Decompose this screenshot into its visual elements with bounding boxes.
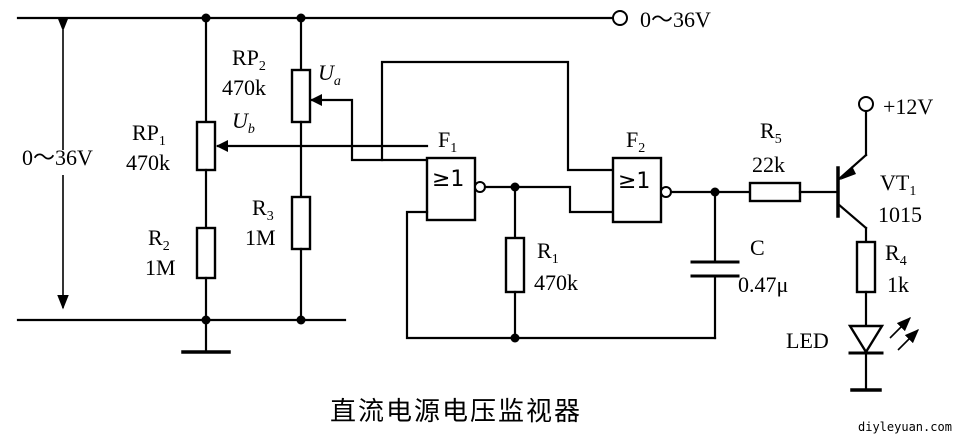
svg-text:470k: 470k: [534, 270, 578, 295]
svg-text:Ub: Ub: [232, 108, 255, 137]
r5-resistor: [748, 181, 840, 203]
f1-feedback-wire: [405, 210, 717, 340]
svg-text:R5: R5: [760, 118, 782, 147]
led-diode: [847, 316, 920, 392]
svg-text:RP2: RP2: [232, 45, 266, 74]
r3-label: R3 1M: [245, 195, 276, 250]
svg-text:≥1: ≥1: [432, 167, 464, 192]
transistor-vt1: [836, 108, 868, 244]
capacitor-c: [690, 190, 740, 340]
rp1-r2-branch: [195, 16, 217, 322]
ua-wiper-line: [310, 98, 429, 162]
svg-text:R3: R3: [252, 195, 274, 224]
supply-rail-top: [16, 10, 628, 26]
rp1-wiper-arrow: [216, 140, 228, 152]
f1-label: F1: [438, 127, 457, 156]
watermark-text: diyleyuan.com: [858, 420, 952, 434]
junction-dots: [201, 13, 720, 343]
r1-label: R1 470k: [534, 238, 578, 295]
input-range-label: 0～36V: [22, 145, 93, 170]
ua-label: Ua: [318, 60, 341, 89]
svg-text:470k: 470k: [126, 150, 170, 175]
svg-text:≥1: ≥1: [618, 169, 650, 194]
svg-text:Ua: Ua: [318, 60, 341, 89]
ground-rail: [16, 318, 347, 354]
vt1-label: VT1 1015: [878, 170, 922, 227]
rp1-label: RP1 470k: [126, 120, 170, 175]
vcc-terminal: [858, 96, 874, 112]
f2-input-wire: [380, 60, 615, 172]
f1-output-wire: [483, 185, 615, 214]
led-label: LED: [786, 328, 829, 353]
diagram-caption: 直流电源电压监视器: [330, 397, 582, 427]
svg-text:VT1: VT1: [880, 170, 916, 199]
svg-text:F2: F2: [626, 127, 645, 156]
svg-text:22k: 22k: [752, 152, 785, 177]
svg-text:RP1: RP1: [132, 120, 166, 149]
svg-text:F1: F1: [438, 127, 457, 156]
r5-label: R5 22k: [752, 118, 785, 177]
rp2-r3-branch: [290, 16, 312, 322]
svg-text:470k: 470k: [222, 75, 266, 100]
rp2-label: RP2 470k: [222, 45, 266, 100]
f2-label: F2: [626, 127, 645, 156]
svg-text:1k: 1k: [887, 272, 909, 297]
svg-text:R4: R4: [885, 240, 907, 269]
supply-voltage-label: 0～36V: [640, 7, 711, 32]
svg-text:1015: 1015: [878, 202, 922, 227]
svg-text:R1: R1: [537, 238, 559, 267]
r2-label: R2 1M: [145, 225, 176, 280]
vcc-label: +12V: [883, 94, 933, 119]
ub-label: Ub: [232, 108, 255, 137]
gate-f1: ≥1: [425, 156, 486, 222]
svg-text:1M: 1M: [145, 255, 176, 280]
c-name-label: C: [750, 235, 765, 260]
svg-text:1M: 1M: [245, 225, 276, 250]
r4-label: R4 1k: [885, 240, 909, 297]
r1-resistor: [504, 185, 526, 340]
gate-f2: ≥1: [611, 156, 672, 224]
svg-text:R2: R2: [148, 225, 170, 254]
rp2-wiper-arrow: [310, 94, 322, 106]
r4-resistor: [855, 240, 877, 328]
c-value-label: 0.47μ: [738, 272, 788, 297]
